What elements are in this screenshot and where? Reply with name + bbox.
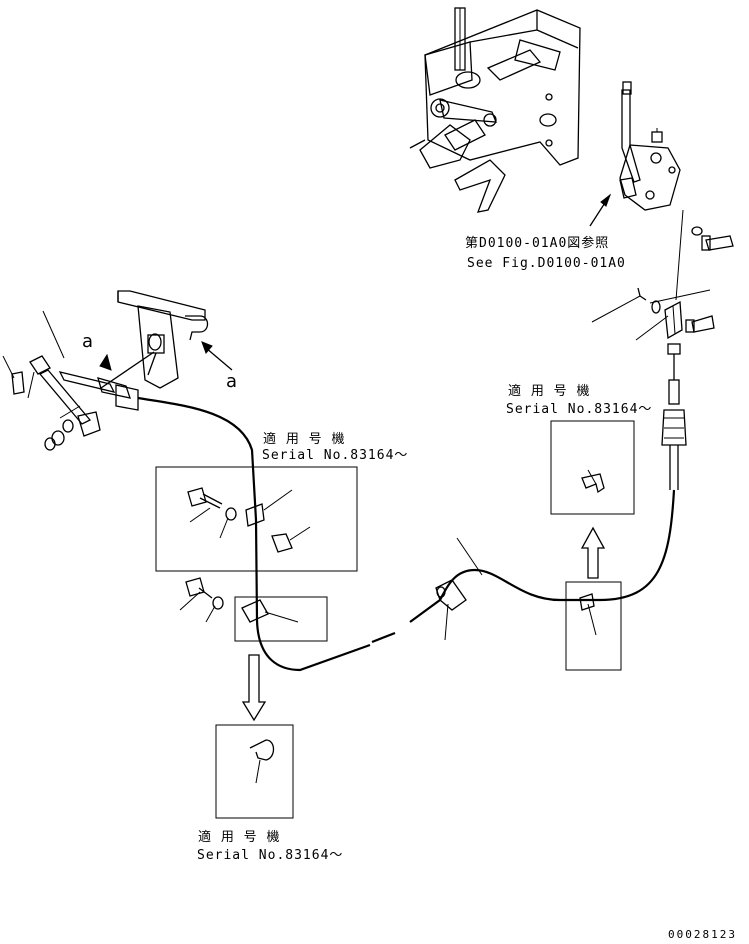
valve-assembly bbox=[589, 81, 734, 301]
serial-note-left-en: Serial No.83164～ bbox=[262, 448, 409, 463]
clamp-middle bbox=[435, 537, 483, 641]
serial-note-bottom-jp: 適 用 号 機 bbox=[198, 830, 281, 845]
detail-box-left-upper bbox=[155, 466, 358, 572]
detail-box-bottom bbox=[215, 724, 294, 819]
cable-end-left bbox=[2, 310, 139, 451]
callout-a-lower: a bbox=[226, 371, 238, 392]
serial-note-right-en: Serial No.83164～ bbox=[506, 402, 653, 417]
detail-box-right bbox=[550, 420, 635, 515]
pedal-assembly bbox=[99, 290, 233, 389]
serial-note-left-jp: 適 用 号 機 bbox=[263, 432, 346, 447]
arrow-up bbox=[580, 526, 606, 579]
serial-note-right-jp: 適 用 号 機 bbox=[508, 384, 591, 399]
figure-reference-en: See Fig.D0100-01A0 bbox=[467, 256, 626, 271]
figure-reference-jp: 第D0100-01A0図参照 bbox=[465, 236, 610, 251]
clamp-box-right bbox=[565, 581, 622, 671]
yoke-assembly-right bbox=[591, 287, 715, 341]
control-cable-left bbox=[137, 396, 371, 672]
serial-note-bottom-en: Serial No.83164～ bbox=[197, 848, 344, 863]
control-lever-box bbox=[409, 7, 581, 213]
control-cable-right bbox=[371, 343, 687, 644]
drawing-number: 00028123 bbox=[668, 928, 737, 941]
detail-box-left-lower bbox=[179, 577, 328, 642]
arrow-down bbox=[241, 654, 267, 722]
callout-a-upper: a bbox=[82, 331, 94, 352]
